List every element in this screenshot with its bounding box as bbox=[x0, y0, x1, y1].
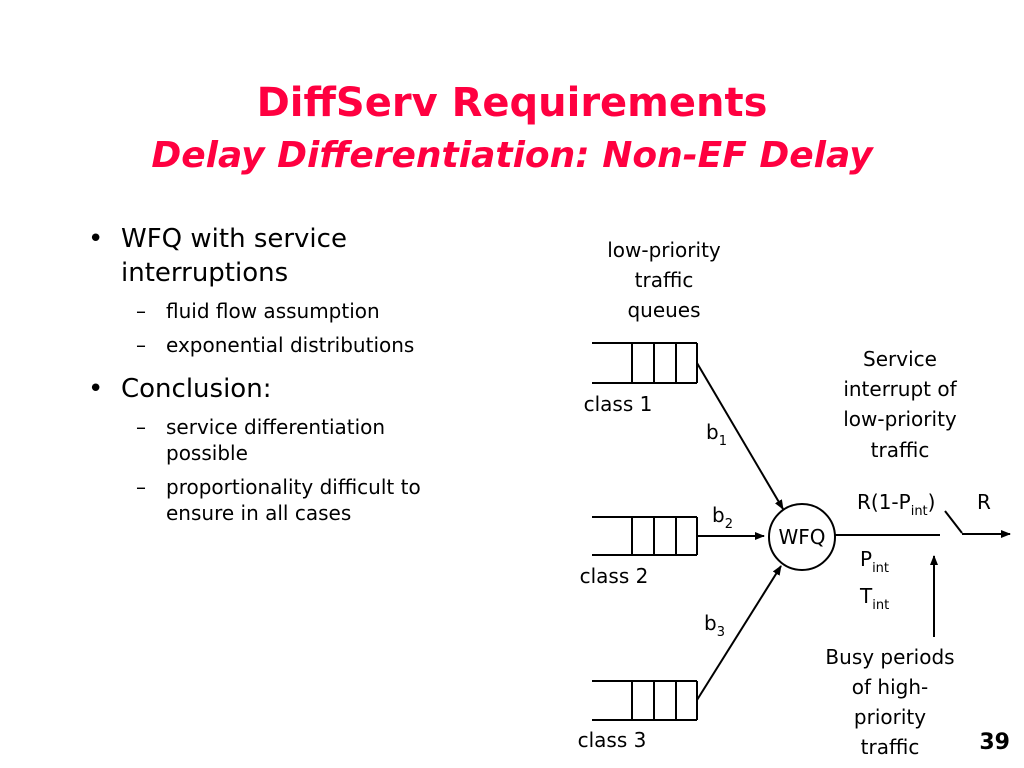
service-interrupt-caption-line: Service bbox=[863, 347, 937, 371]
sub-bullet-marker: – bbox=[136, 415, 146, 439]
arrow-class-3-to-wfq bbox=[696, 565, 782, 701]
class-label: class 2 bbox=[580, 564, 649, 588]
slide-number: 39 bbox=[979, 730, 1010, 755]
busy-caption-line: Busy periods bbox=[825, 645, 954, 669]
class-label: class 3 bbox=[578, 728, 647, 752]
bullet-marker: • bbox=[88, 374, 104, 404]
busy-caption-line: traffic bbox=[861, 735, 920, 759]
service-interrupt-caption-line: low-priority bbox=[843, 407, 957, 431]
slide-title: DiffServ Requirements bbox=[256, 80, 768, 126]
bullet-marker: • bbox=[88, 224, 104, 254]
queue-class-2 bbox=[592, 516, 698, 556]
sub-bullet-marker: – bbox=[136, 299, 146, 323]
bullet-item: • Conclusion: bbox=[88, 372, 508, 406]
bullet-item: • WFQ with service interruptions bbox=[88, 222, 508, 290]
sub-bullet-text-line: exponential distributions bbox=[166, 333, 415, 357]
sub-bullet-marker: – bbox=[136, 475, 146, 499]
queue-class-3 bbox=[592, 680, 698, 721]
queues-caption-line: low-priority bbox=[607, 238, 721, 262]
sub-bullet-item: – exponential distributions bbox=[88, 332, 508, 358]
sub-bullet-text-line: service differentiation bbox=[166, 415, 386, 439]
full-rate-label: R bbox=[977, 490, 991, 514]
busy-caption-line: priority bbox=[854, 705, 926, 729]
sub-bullet-marker: – bbox=[136, 333, 146, 357]
sub-bullet-text-line: possible bbox=[166, 441, 248, 465]
service-interrupt-caption-line: interrupt of bbox=[843, 377, 957, 401]
bullet-list: • WFQ with service interruptions – fluid… bbox=[88, 222, 508, 526]
bullet-text-line: Conclusion: bbox=[121, 374, 272, 404]
slide-subtitle: Delay Differentiation: Non-EF Delay bbox=[151, 135, 873, 176]
weight-label-b1: b1 bbox=[706, 420, 727, 449]
p-int-label: Pint bbox=[860, 547, 889, 576]
t-int-label: Tint bbox=[859, 584, 889, 613]
service-interrupt-caption-line: traffic bbox=[871, 438, 930, 462]
queues-caption-line: queues bbox=[627, 298, 700, 322]
weight-label-b2: b2 bbox=[712, 503, 733, 532]
queues-caption-line: traffic bbox=[635, 268, 694, 292]
interrupt-switch bbox=[944, 510, 963, 534]
sub-bullet-item: – proportionality difficult to ensure in… bbox=[88, 474, 508, 526]
wfq-label: WFQ bbox=[778, 525, 825, 549]
sub-bullet-text-line: ensure in all cases bbox=[166, 501, 352, 525]
reduced-rate-label: R(1-Pint) bbox=[857, 490, 935, 519]
class-label: class 1 bbox=[584, 392, 653, 416]
wfq-scheduler-circle bbox=[768, 503, 836, 571]
queue-class-1 bbox=[592, 342, 698, 384]
sub-bullet-text-line: fluid flow assumption bbox=[166, 299, 380, 323]
sub-bullet-item: – fluid flow assumption bbox=[88, 298, 508, 324]
sub-bullet-item: – service differentiation possible bbox=[88, 414, 508, 466]
bullet-text-line: WFQ with service bbox=[121, 224, 347, 254]
bullet-text-line: interruptions bbox=[121, 258, 289, 288]
arrow-class-1-to-wfq bbox=[696, 362, 784, 510]
sub-bullet-text-line: proportionality difficult to bbox=[166, 475, 421, 499]
weight-label-b3: b3 bbox=[704, 611, 725, 640]
busy-caption-line: of high- bbox=[852, 675, 928, 699]
